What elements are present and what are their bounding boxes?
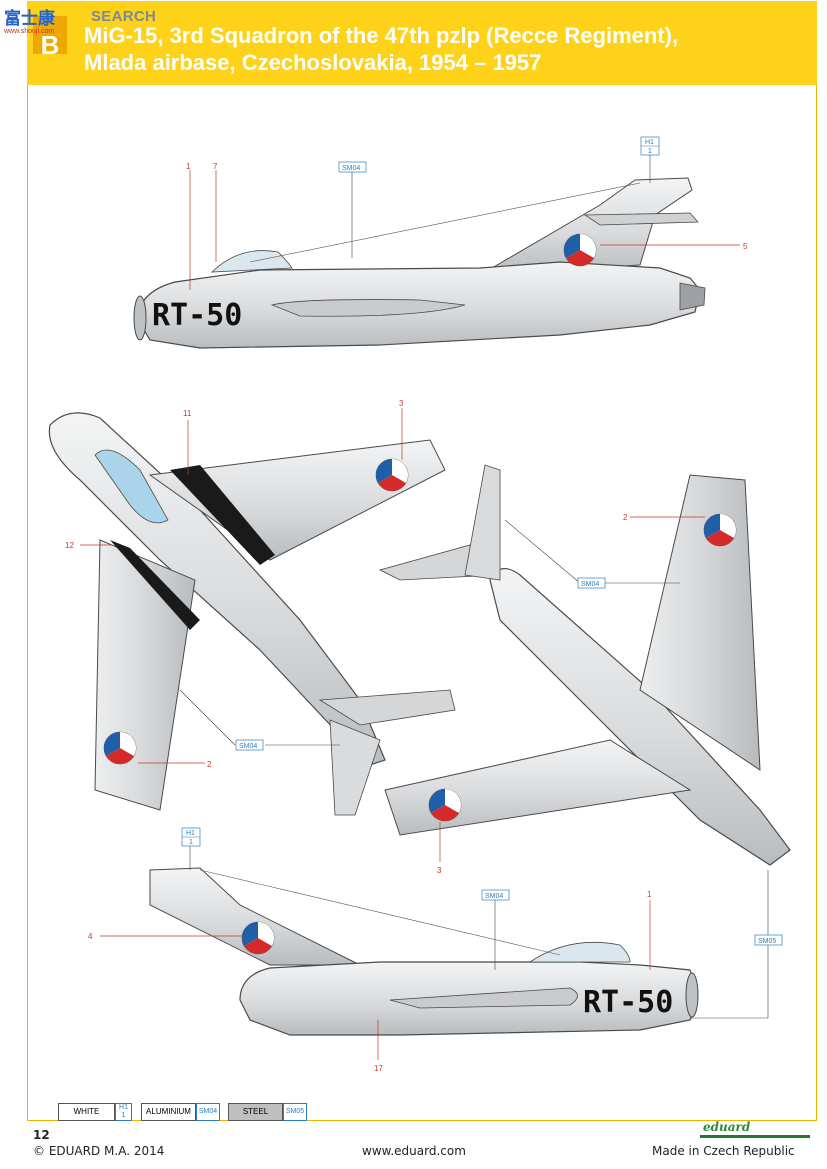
roundel-under-right <box>703 513 737 547</box>
callout-lines <box>80 170 740 1060</box>
title-line-1: MiG-15, 3rd Squadron of the 47th pzlp (R… <box>84 23 679 48</box>
svg-text:SM04: SM04 <box>485 893 503 900</box>
header-banner <box>27 1 817 85</box>
roundel-plan-wing-left <box>103 731 137 765</box>
legend-aluminium-code: SM04 <box>196 1103 220 1121</box>
title-line-2: Mlada airbase, Czechoslovakia, 1954 – 19… <box>84 50 542 75</box>
callout-3-top: 3 <box>399 399 404 408</box>
legend-white-code-top: H1 <box>119 1104 128 1111</box>
roundel-fin-top <box>563 233 597 267</box>
copyright: © EDUARD M.A. 2014 <box>33 1144 165 1158</box>
svg-text:SM05: SM05 <box>758 938 776 945</box>
antenna-wire-bottom <box>199 869 561 956</box>
watermark: 富士康 SEARCH www.shouji.com <box>4 4 174 38</box>
antenna-wire-top <box>249 182 641 263</box>
legend-steel-code-text: SM05 <box>285 1108 305 1115</box>
callout-1-bottom: 1 <box>647 890 652 899</box>
plan-fin-left <box>329 719 381 816</box>
exhaust-top <box>679 282 706 311</box>
profile-top-side: RT-50 <box>133 177 706 349</box>
tailplane-top <box>583 212 699 226</box>
intake-top <box>133 295 147 341</box>
callout-1-top: 1 <box>186 162 191 171</box>
legend-steel-swatch: STEEL <box>228 1103 283 1121</box>
svg-text:1: 1 <box>189 839 193 846</box>
svg-text:H1: H1 <box>186 830 195 837</box>
fin-top <box>479 177 693 276</box>
codebox-sm04-bottom: SM04 <box>481 889 510 901</box>
wing-root-bottom <box>389 987 578 1009</box>
watermark-logo: 富士康 <box>4 9 55 29</box>
svg-text:SM04: SM04 <box>581 581 599 588</box>
profile-bottom-side: RT-50 <box>149 867 699 1036</box>
black-band-wing <box>170 465 275 565</box>
roundel-fin-bottom <box>241 921 275 955</box>
canopy-top <box>210 250 293 273</box>
plan-tail-left <box>318 689 456 726</box>
codebox-sm04-left: SM04 <box>235 739 264 751</box>
legend-steel-label: STEEL <box>242 1107 269 1116</box>
codebox-sm04-top: SM04 <box>338 161 367 173</box>
plan-wing-left-left <box>94 539 196 811</box>
watermark-search: SEARCH <box>91 8 157 25</box>
under-wing-right <box>639 474 761 771</box>
callout-2-left: 2 <box>207 760 212 769</box>
legend-aluminium-code-text: SM04 <box>198 1108 218 1115</box>
callout-4: 4 <box>88 932 93 941</box>
plan-view-top <box>48 412 456 816</box>
watermark-url: www.shouji.com <box>4 28 55 35</box>
callout-7: 7 <box>213 162 218 171</box>
callout-2-right: 2 <box>623 513 628 522</box>
roundel-under-left <box>428 788 462 822</box>
codebox-h1-top: H1 1 <box>640 136 660 156</box>
legend-white-swatch: WHITE <box>58 1103 115 1121</box>
svg-text:SM04: SM04 <box>342 165 360 172</box>
wing-root-top <box>270 299 466 317</box>
legend-white-code-bot: 1 <box>121 1112 126 1119</box>
codebox-h1-bottom: H1 1 <box>181 827 201 847</box>
codebox-sm05: SM05 <box>754 934 783 946</box>
page-number: 12 <box>33 1128 50 1142</box>
callout-12: 12 <box>65 541 74 550</box>
legend-steel-code: SM05 <box>283 1103 307 1121</box>
canopy-bottom <box>528 941 631 963</box>
under-wing-left <box>384 739 692 836</box>
legend-aluminium-label: ALUMINIUM <box>146 1107 191 1116</box>
callout-17: 17 <box>374 1064 383 1073</box>
intake-bottom <box>685 972 699 1018</box>
plan-canopy-left <box>94 449 169 524</box>
option-badge: B <box>33 16 67 60</box>
callout-3-bottom: 3 <box>437 866 442 875</box>
codebox-sm04-right: SM04 <box>577 577 606 589</box>
side-code-top: RT-50 <box>152 298 242 333</box>
legend-white-label: WHITE <box>73 1107 100 1116</box>
callout-11: 11 <box>183 409 192 418</box>
eduard-logo-bar <box>700 1135 810 1138</box>
under-fin <box>464 464 501 581</box>
side-code-bottom: RT-50 <box>583 985 673 1020</box>
svg-text:H1: H1 <box>645 139 654 146</box>
made-in: Made in Czech Republic <box>652 1144 795 1158</box>
website-link[interactable]: www.eduard.com <box>362 1144 466 1158</box>
underside-view <box>378 464 791 866</box>
legend-aluminium-swatch: ALUMINIUM <box>141 1103 196 1121</box>
black-band-wing-2 <box>110 540 200 630</box>
legend-white-code: H1 1 <box>115 1103 132 1121</box>
callout-5: 5 <box>743 242 748 251</box>
svg-text:SM04: SM04 <box>239 743 257 750</box>
roundel-plan-wing-right <box>375 458 409 492</box>
eduard-logo: eduard <box>703 1120 751 1134</box>
color-legend: WHITE H1 1 ALUMINIUM SM04 STEEL SM05 <box>58 1103 318 1121</box>
option-letter: B <box>40 30 60 60</box>
svg-text:1: 1 <box>648 148 652 155</box>
